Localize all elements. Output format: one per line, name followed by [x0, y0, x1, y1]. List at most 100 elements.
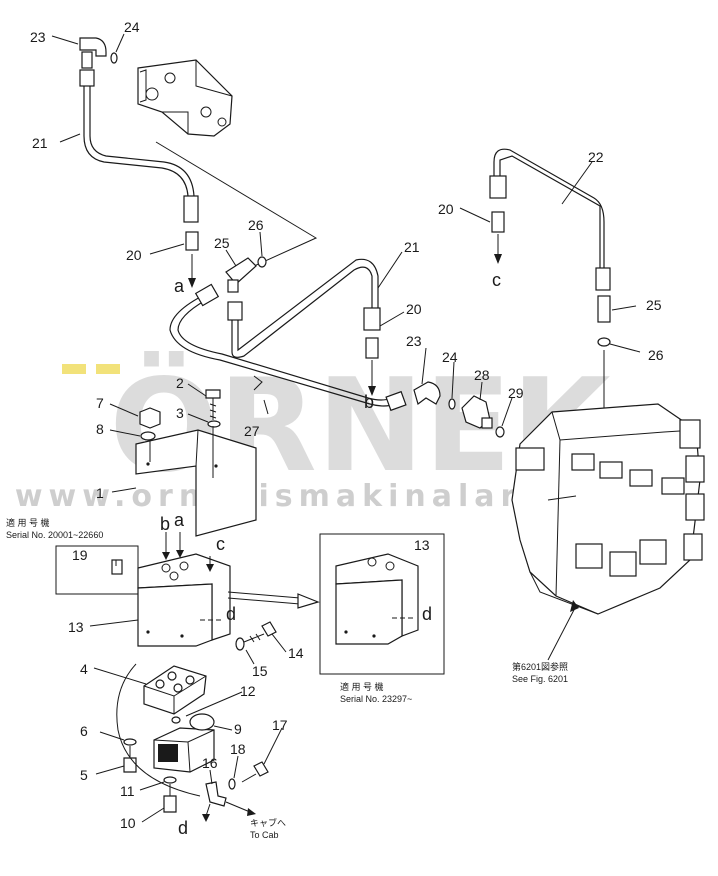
- callout-10: 10: [120, 815, 136, 831]
- connector-28: [461, 395, 493, 429]
- connector-25-right: [597, 295, 611, 323]
- see-fig: See Fig. 6201: [512, 674, 568, 684]
- callout-4: 4: [80, 661, 88, 677]
- see-fig-leader: [547, 605, 577, 661]
- callout-28: 28: [474, 367, 490, 383]
- washer-15: [235, 637, 245, 651]
- callout-8: 8: [96, 421, 104, 437]
- adapter-20-middle: [365, 337, 379, 359]
- callout-25-right: 25: [646, 297, 662, 313]
- o-ring-26-right: [597, 337, 611, 347]
- callout-20-left: 20: [126, 247, 142, 263]
- o-ring-24-middle: [448, 398, 456, 410]
- o-ring-29: [495, 426, 505, 438]
- flow-letter-a-top: a: [174, 276, 185, 296]
- callout-23-middle: 23: [406, 333, 422, 349]
- callout-17: 17: [272, 717, 288, 733]
- o-ring-18: [228, 778, 236, 790]
- hose-21-middle: [231, 266, 373, 358]
- watermark-umlaut-right: [96, 364, 120, 374]
- grease-fitting-19: [111, 559, 123, 575]
- adapter-20-right: [491, 211, 505, 233]
- flow-letter-c-block: c: [216, 534, 225, 554]
- bolt-2: [205, 389, 221, 420]
- callout-15: 15: [252, 663, 268, 679]
- bracket-13-inset: [335, 553, 419, 645]
- o-ring-26-left: [257, 256, 267, 268]
- adapter-20-left: [185, 231, 199, 251]
- flow-letter-d-inset: d: [422, 604, 432, 624]
- hose-21-top-end-fitting: [79, 69, 95, 87]
- inset-arrow-head: [297, 593, 320, 609]
- callout-20-middle: 20: [406, 301, 422, 317]
- callout-11: 11: [120, 783, 135, 799]
- flow-letter-b-block: b: [160, 514, 170, 534]
- manifold-4: [143, 665, 207, 715]
- flow-letter-d-bottom: d: [178, 818, 188, 838]
- callout-5: 5: [80, 767, 88, 783]
- nut-7: [139, 407, 161, 429]
- serial-left: Serial No. 20001~22660: [6, 530, 103, 540]
- callout-3: 3: [176, 405, 184, 421]
- callout-18: 18: [230, 741, 246, 757]
- washer-8: [140, 431, 156, 441]
- serial-inset: Serial No. 23297~: [340, 694, 412, 704]
- hose-27-end-fitting: [385, 390, 407, 412]
- hose-21-top: [83, 70, 189, 214]
- callout-12: 12: [240, 683, 256, 699]
- flow-letter-c-right: c: [492, 270, 501, 290]
- inset-box: [319, 533, 445, 675]
- serial-inset-jp: 適 用 号 機: [340, 681, 384, 692]
- hose-27: [169, 293, 397, 407]
- callout-13-inset: 13: [414, 537, 430, 553]
- callout-19: 19: [72, 547, 88, 563]
- callout-6: 6: [80, 723, 88, 739]
- flow-letter-b-mid: b: [364, 392, 374, 412]
- callout-23-top: 23: [30, 29, 46, 45]
- bolt-14: [243, 621, 277, 643]
- callout-26-right: 26: [648, 347, 664, 363]
- elbow-16: [205, 781, 227, 807]
- bolt-5: [123, 746, 137, 773]
- callout-25-left: 25: [214, 235, 230, 251]
- washer-3: [207, 420, 221, 428]
- serial-left-jp: 適 用 号 機: [6, 517, 50, 528]
- bracket-13-left: [137, 553, 231, 647]
- callout-24-top: 24: [124, 19, 140, 35]
- wire-to-manifold: [116, 663, 201, 797]
- elbow-23-top: [79, 37, 107, 69]
- callout-24-middle: 24: [442, 349, 458, 365]
- bracket-1: [135, 429, 257, 537]
- callout-21-top: 21: [32, 135, 48, 151]
- callout-26-left: 26: [248, 217, 264, 233]
- callout-1: 1: [96, 485, 104, 501]
- watermark-umlaut-left: [62, 364, 86, 374]
- to-cab-jp: キャブへ: [250, 817, 286, 828]
- watermark: ÖRNEK www.ornekismakinalari.com.tr: [15, 351, 695, 514]
- leader-lines: [51, 33, 641, 823]
- callout-2: 2: [176, 375, 184, 391]
- callout-22: 22: [588, 149, 604, 165]
- flow-letter-d-block: d: [226, 604, 236, 624]
- inset-arrow-shaft: [227, 591, 301, 599]
- hose-22: [493, 148, 605, 270]
- washer-6: [123, 738, 137, 746]
- callout-7: 7: [96, 395, 104, 411]
- solenoid-valve-9: [153, 713, 215, 773]
- callout-29: 29: [508, 385, 524, 401]
- flow-letter-a-block: a: [174, 510, 185, 530]
- callout-21-middle: 21: [404, 239, 420, 255]
- callout-9: 9: [234, 721, 242, 737]
- bolt-17: [241, 761, 269, 783]
- control-valve-assembly: [511, 403, 705, 615]
- notes: 適 用 号 機 Serial No. 20001~22660 適 用 号 機 S…: [6, 517, 568, 840]
- flow-letters: a b c b a c d d d: [160, 270, 501, 838]
- elbow-23-middle: [413, 381, 441, 406]
- callout-27: 27: [244, 423, 260, 439]
- o-ring-12: [171, 716, 181, 724]
- washer-11: [163, 776, 177, 784]
- bolt-10: [163, 784, 177, 813]
- see-fig-jp: 第6201図参照: [512, 661, 568, 672]
